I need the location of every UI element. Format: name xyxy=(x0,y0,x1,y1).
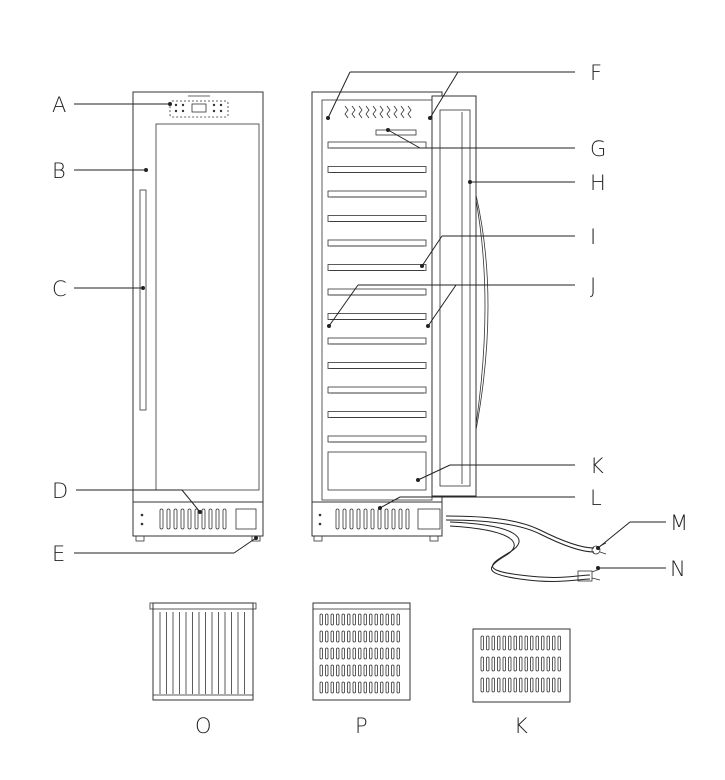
label-k-part: K xyxy=(514,714,528,738)
front-grille xyxy=(132,501,264,537)
open-cabinet xyxy=(311,91,443,537)
part-k xyxy=(472,628,571,703)
label-c: C xyxy=(52,277,67,301)
part-p xyxy=(312,602,411,701)
label-l: L xyxy=(590,486,602,510)
open-foot-right xyxy=(429,535,439,542)
label-b: B xyxy=(52,159,66,183)
label-f: F xyxy=(590,61,602,85)
glass-door-panel xyxy=(155,123,260,491)
open-door xyxy=(431,95,489,497)
plug-m xyxy=(591,545,601,555)
power-cables xyxy=(445,515,607,582)
wine-shelves xyxy=(327,141,427,443)
door-handle xyxy=(139,189,147,411)
front-view xyxy=(132,91,264,542)
label-o: O xyxy=(195,714,212,738)
front-cabinet xyxy=(132,91,264,537)
plug-n xyxy=(577,570,593,582)
leader-lines xyxy=(74,71,666,570)
open-view xyxy=(311,91,607,582)
label-a: A xyxy=(52,93,66,117)
label-n: N xyxy=(670,557,686,581)
label-h: H xyxy=(590,171,606,195)
part-o xyxy=(149,602,257,701)
fan-grille xyxy=(344,105,412,119)
label-j: J xyxy=(590,274,596,298)
label-m: M xyxy=(670,511,688,535)
open-grille xyxy=(311,501,443,537)
front-foot-left xyxy=(135,535,145,542)
control-panel xyxy=(169,95,229,118)
label-d: D xyxy=(52,479,68,503)
label-g: G xyxy=(590,137,606,161)
label-e: E xyxy=(52,542,65,566)
label-p: P xyxy=(355,714,368,738)
label-k: K xyxy=(590,454,604,478)
label-i: I xyxy=(590,225,596,249)
bottom-drawer xyxy=(327,451,427,491)
open-foot-left xyxy=(313,535,323,542)
